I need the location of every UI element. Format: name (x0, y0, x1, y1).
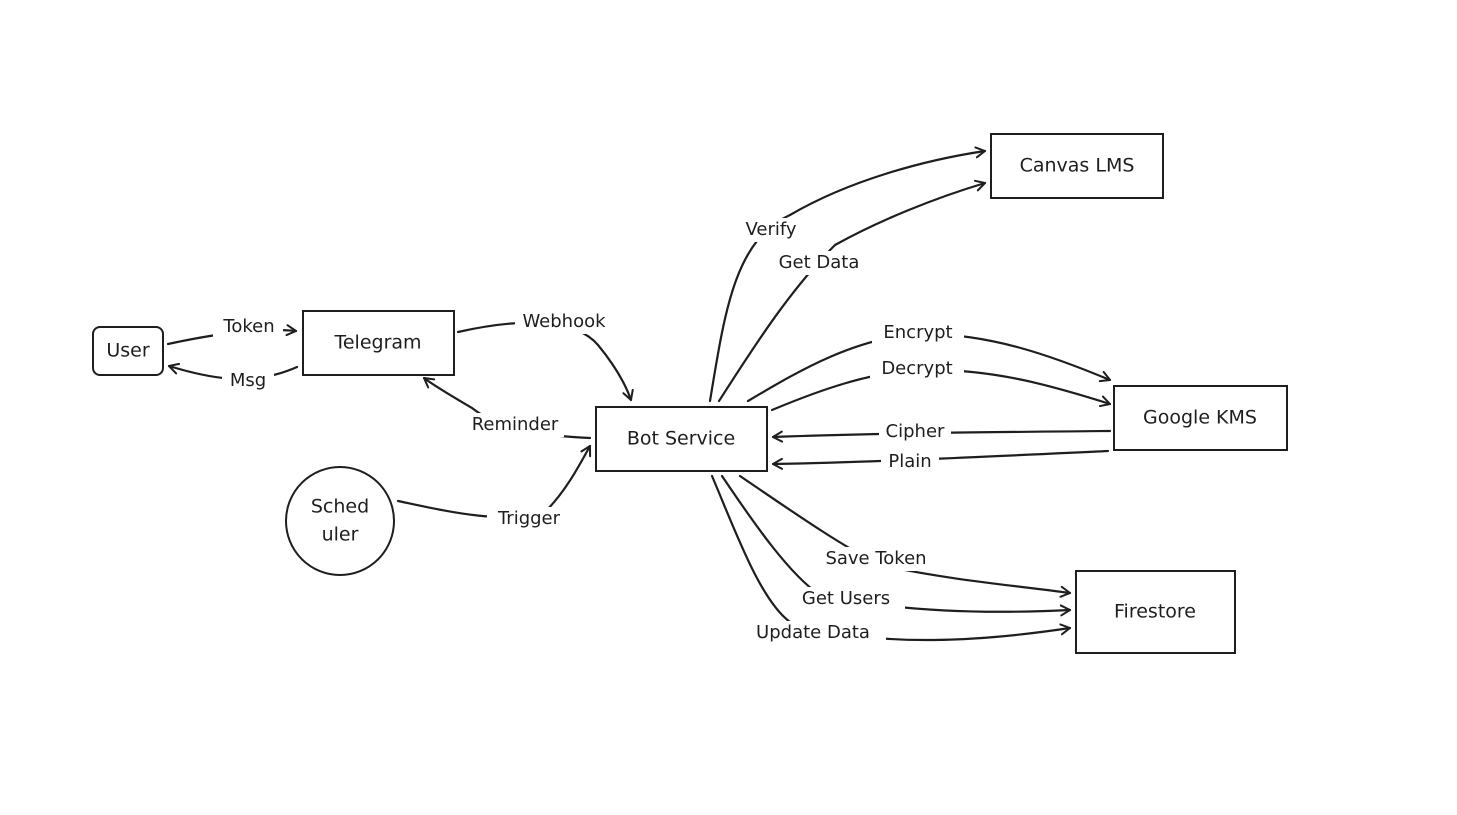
edge-get-data: Get Data (717, 179, 987, 403)
edge-label-save-token: Save Token (825, 548, 926, 569)
edge-msg: Msg (167, 362, 299, 393)
edge-label-update-data: Update Data (756, 622, 870, 643)
node-firestore-box (1075, 570, 1236, 654)
node-google-kms-label: Google KMS (1143, 407, 1257, 429)
node-bot-service-box (595, 406, 768, 472)
edge-update-data: Update Data (710, 474, 1072, 645)
edge-trigger-line (396, 444, 592, 519)
edge-label-trigger: Trigger (497, 508, 561, 529)
node-telegram-box (302, 310, 455, 376)
edge-label-get-data: Get Data (779, 252, 860, 273)
node-scheduler-label-line1: Sched (311, 496, 369, 518)
edge-reminder: Reminder (422, 376, 592, 440)
node-scheduler: Sched uler (285, 466, 395, 576)
node-telegram: Telegram (302, 310, 455, 376)
edge-label-plain: Plain (888, 451, 931, 472)
edge-label-decrypt: Decrypt (881, 358, 952, 379)
node-scheduler-label-line2: uler (322, 524, 359, 546)
edge-label-webhook: Webhook (522, 311, 606, 332)
node-user-label: User (106, 340, 149, 362)
node-bot-service-label: Bot Service (627, 428, 735, 450)
node-user: User (92, 326, 164, 376)
edge-label-msg: Msg (230, 370, 266, 391)
edge-get-data-line (717, 179, 987, 403)
edge-webhook-line (456, 321, 634, 402)
nodes: User Telegram Bot Service Sched uler Can… (92, 133, 1288, 654)
edges: Token Msg Webhook Reminder Trigger Verif… (166, 146, 1112, 645)
edge-webhook: Webhook (456, 310, 634, 402)
edge-label-reminder: Reminder (472, 414, 559, 435)
edge-label-token: Token (222, 316, 274, 337)
node-firestore-label: Firestore (1114, 601, 1196, 623)
edge-verify: Verify (708, 146, 987, 403)
node-bot-service: Bot Service (595, 406, 768, 472)
node-canvas-lms-box (990, 133, 1164, 199)
node-firestore: Firestore (1075, 570, 1236, 654)
node-canvas-lms-label: Canvas LMS (1020, 155, 1135, 177)
edge-encrypt: Encrypt (746, 321, 1112, 403)
edge-trigger: Trigger (396, 444, 592, 531)
edge-label-cipher: Cipher (886, 421, 945, 442)
node-user-box (92, 326, 164, 376)
node-google-kms: Google KMS (1113, 385, 1288, 451)
edge-label-encrypt: Encrypt (883, 322, 952, 343)
edge-get-users: Get Users (720, 474, 1072, 617)
edge-decrypt: Decrypt (770, 357, 1112, 412)
node-google-kms-box (1113, 385, 1288, 451)
node-canvas-lms: Canvas LMS (990, 133, 1164, 199)
edge-plain-line (771, 449, 1110, 470)
edge-save-token: Save Token (738, 474, 1072, 598)
node-telegram-label: Telegram (333, 332, 421, 354)
edge-cipher: Cipher (771, 420, 1112, 444)
edge-verify-line (708, 146, 987, 403)
node-scheduler-circle (285, 466, 395, 576)
edge-plain: Plain (771, 449, 1110, 474)
edge-save-token-line (738, 474, 1072, 598)
edge-label-get-users: Get Users (802, 588, 890, 609)
edge-label-verify: Verify (745, 219, 796, 240)
edge-token: Token (166, 315, 298, 346)
